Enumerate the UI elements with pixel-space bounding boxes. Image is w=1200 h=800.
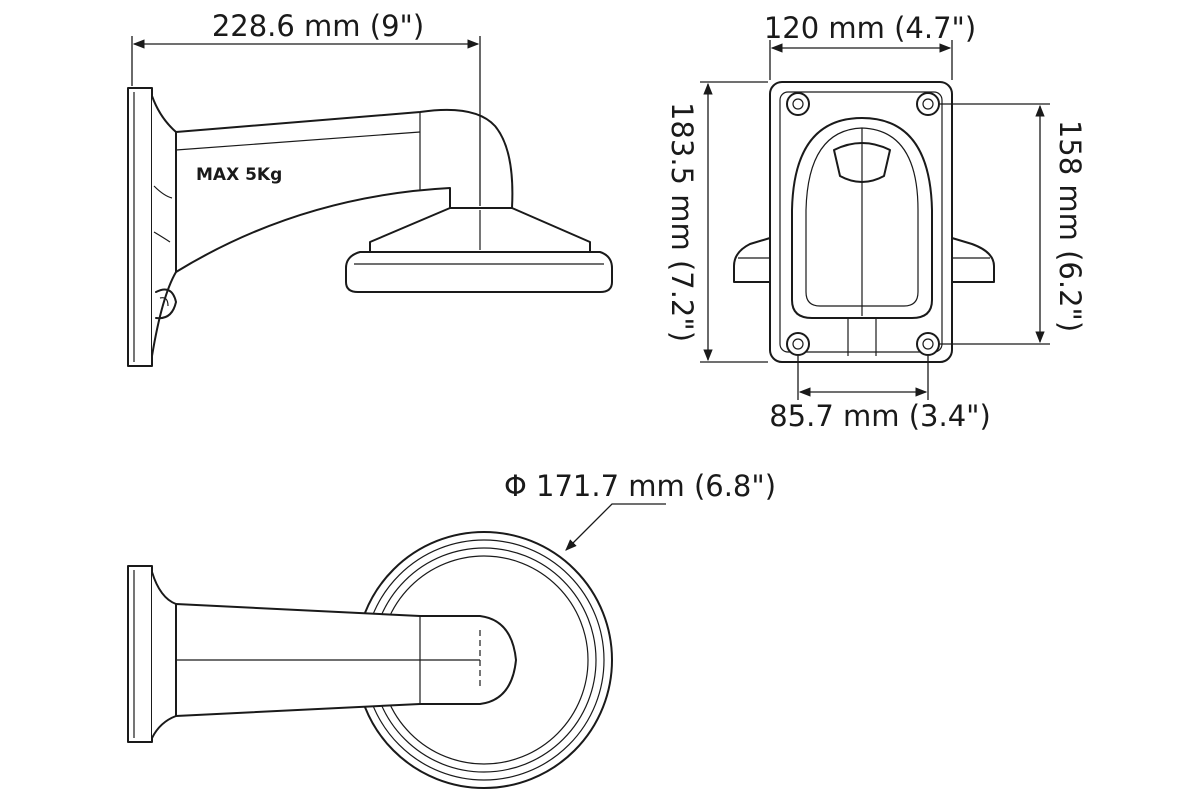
top-flange — [151, 571, 177, 739]
base-diameter-dimension: Φ 171.7 mm (6.8") — [504, 469, 776, 503]
base-diameter-leader — [565, 503, 666, 551]
cable-exit — [155, 288, 177, 320]
max-load-label: MAX 5Kg — [196, 165, 282, 185]
side-base-disc — [345, 251, 613, 293]
hole-vertical-dimension: 158 mm (6.2") — [1053, 120, 1087, 332]
screw-hole-bottom-right — [916, 332, 940, 356]
side-wall-plate — [127, 87, 153, 367]
screw-hole-top-right — [916, 92, 940, 116]
front-base-wing-right — [951, 237, 995, 283]
top-view: Φ 171.7 mm (6.8") — [127, 469, 776, 789]
front-base-wing-left — [733, 237, 771, 283]
arm-length-dimension: 228.6 mm (9") — [212, 9, 424, 43]
plate-width-dimension: 120 mm (4.7") — [764, 11, 976, 45]
front-view: 120 mm (4.7") 183.5 mm (7.2") 158 mm (6.… — [665, 11, 1087, 433]
top-wall-plate — [127, 565, 153, 743]
screw-hole-top-left — [786, 92, 810, 116]
plate-height-dimension: 183.5 mm (7.2") — [665, 102, 699, 342]
screw-hole-bottom-left — [786, 332, 810, 356]
side-view: MAX 5Kg 228.6 mm (9") — [127, 9, 613, 367]
hole-horizontal-dimension: 85.7 mm (3.4") — [769, 399, 991, 433]
